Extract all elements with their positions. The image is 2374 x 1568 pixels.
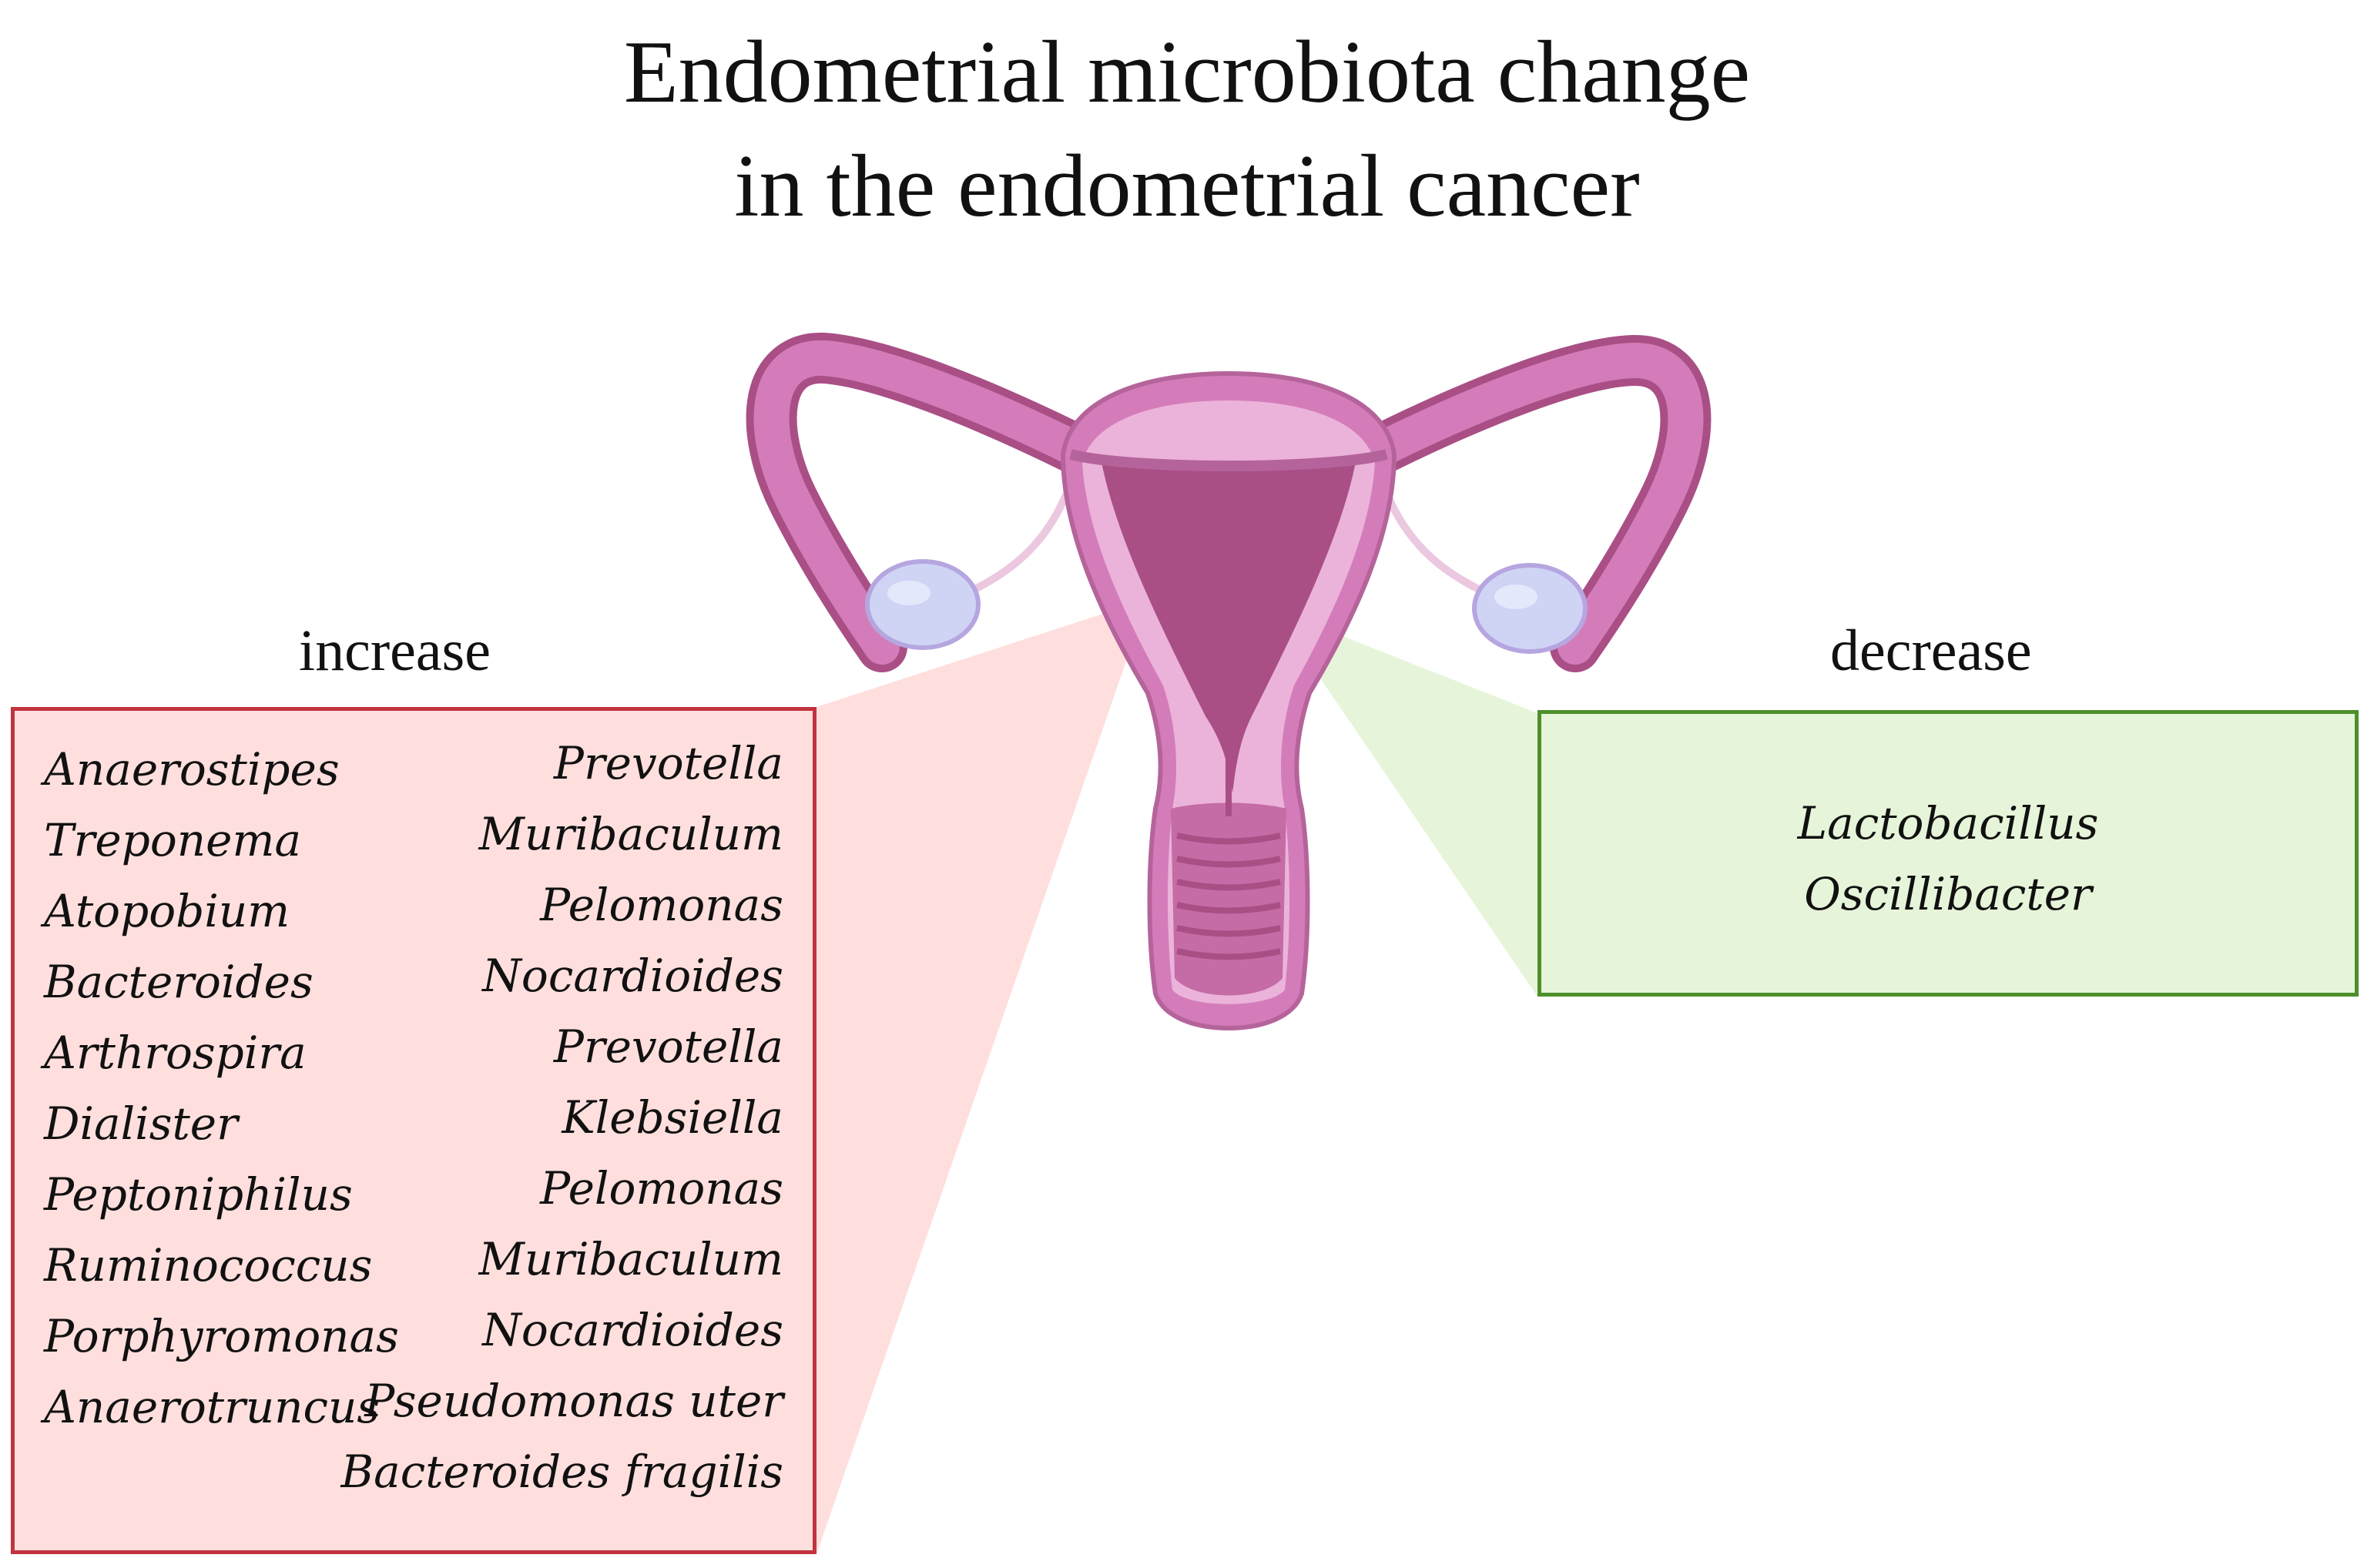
increase-box: Anaerostipes Treponema Atopobium Bactero… [11, 707, 816, 1554]
increase-label: increase [299, 618, 491, 683]
decrease-column: Lactobacillus Oscillibacter [1541, 788, 2355, 930]
list-item: Lactobacillus [1797, 797, 2099, 849]
title-line-1: Endometrial microbiota change [623, 23, 1751, 122]
list-item: Ruminococcus [44, 1239, 373, 1292]
list-item: Porphyromonas [44, 1310, 399, 1362]
increase-left-column: Anaerostipes Treponema Atopobium Bactero… [44, 734, 399, 1442]
list-item: Nocardioides [482, 1304, 783, 1356]
increase-right-column: Prevotella Muribaculum Pelomonas Nocardi… [341, 728, 783, 1507]
list-item: Pseudomonas uter [364, 1375, 783, 1427]
decrease-box: Lactobacillus Oscillibacter [1537, 710, 2359, 997]
cervix [1171, 802, 1286, 996]
list-item: Pelomonas [540, 1162, 783, 1215]
list-item: Atopobium [44, 885, 290, 937]
list-item: Bacteroides [44, 956, 314, 1008]
left-ovary [865, 559, 981, 650]
list-item: Bacteroides fragilis [340, 1446, 783, 1498]
list-item: Prevotella [553, 737, 783, 789]
list-item: Muribaculum [478, 808, 783, 860]
list-item: Dialister [44, 1097, 238, 1150]
list-item: Oscillibacter [1804, 868, 2092, 920]
increase-callout-wedge [816, 599, 1148, 1554]
title-line-2: in the endometrial cancer [734, 137, 1640, 236]
list-item: Klebsiella [562, 1091, 783, 1144]
list-item: Anaerostipes [44, 743, 340, 796]
decrease-callout-wedge [1273, 608, 1537, 997]
list-item: Muribaculum [478, 1233, 783, 1285]
list-item: Nocardioides [482, 950, 783, 1002]
decrease-label: decrease [1830, 618, 2032, 683]
diagram-title: Endometrial microbiota change in the end… [0, 15, 2374, 243]
list-item: Arthrospira [44, 1027, 307, 1079]
uterine-cavity [1101, 462, 1356, 793]
list-item: Prevotella [553, 1020, 783, 1073]
list-item: Treponema [44, 814, 302, 866]
list-item: Pelomonas [540, 879, 783, 931]
list-item: Peptoniphilus [44, 1168, 353, 1221]
right-ovary [1472, 563, 1588, 654]
list-item: Anaerotruncus [44, 1381, 381, 1433]
